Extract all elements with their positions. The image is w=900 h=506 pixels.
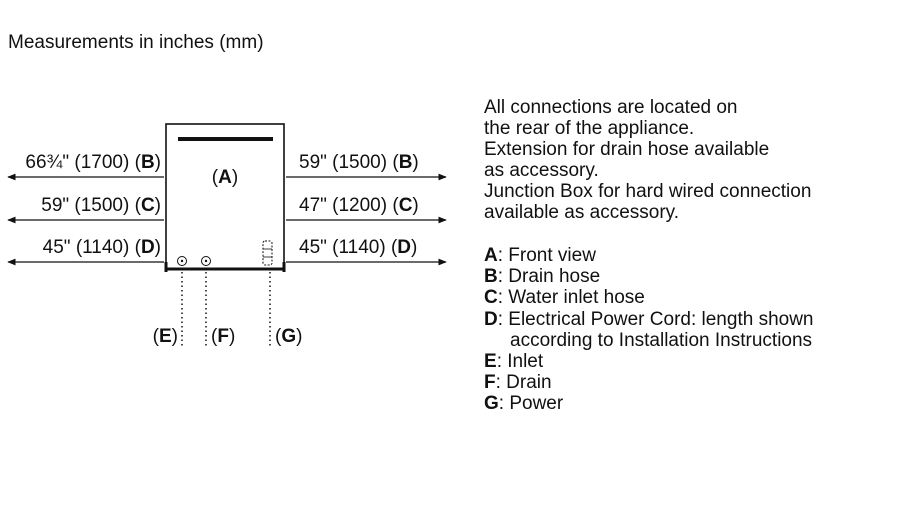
inlet-label: (E) [153,326,178,347]
inlet-connector-icon [177,256,187,266]
left-dimension-water-inlet: 59" (1500) (C) [41,195,161,216]
legend-item-inlet: E: Inlet [484,351,544,373]
note-line: as accessory. [484,160,599,181]
note-line: the rear of the appliance. [484,118,695,139]
left-dimension-drain-hose: 66¾" (1700) (B) [25,152,161,173]
connection-notes: All connections are located on the rear … [484,97,811,223]
legend-item-front-view: A: Front view [484,245,596,266]
appliance-outline [165,123,285,270]
legend-item-power-cord-continuation: according to Installation Instructions [510,329,813,351]
legend-item-drain-hose: B: Drain hose [484,266,601,288]
legend-item-power: G: Power [484,393,564,415]
right-dimension-water-inlet: 47" (1200) (C) [299,195,419,216]
left-dimension-power-cord: 45" (1140) (D) [43,237,161,258]
appliance-label: (A) [212,167,238,188]
legend: A: Front view B: Drain hose C: Water inl… [484,245,814,415]
power-connector-icon [262,240,273,266]
right-dimension-drain-hose: 59" (1500) (B) [299,152,419,173]
right-dimension-power-cord: 45" (1140) (D) [299,237,417,258]
legend-item-drain: F: Drain [484,372,552,394]
note-line: Extension for drain hose available [484,139,770,160]
drain-label: (F) [211,326,235,347]
legend-item-water-inlet-hose: C: Water inlet hose [484,287,645,309]
note-line: Junction Box for hard wired connection [484,181,812,202]
diagram-heading: Measurements in inches (mm) [8,32,264,53]
note-line: available as accessory. [484,202,680,223]
legend-item-power-cord: D: Electrical Power Cord: length shown [484,308,814,330]
drain-connector-icon [201,256,211,266]
power-label: (G) [275,326,302,347]
note-line: All connections are located on [484,97,738,118]
